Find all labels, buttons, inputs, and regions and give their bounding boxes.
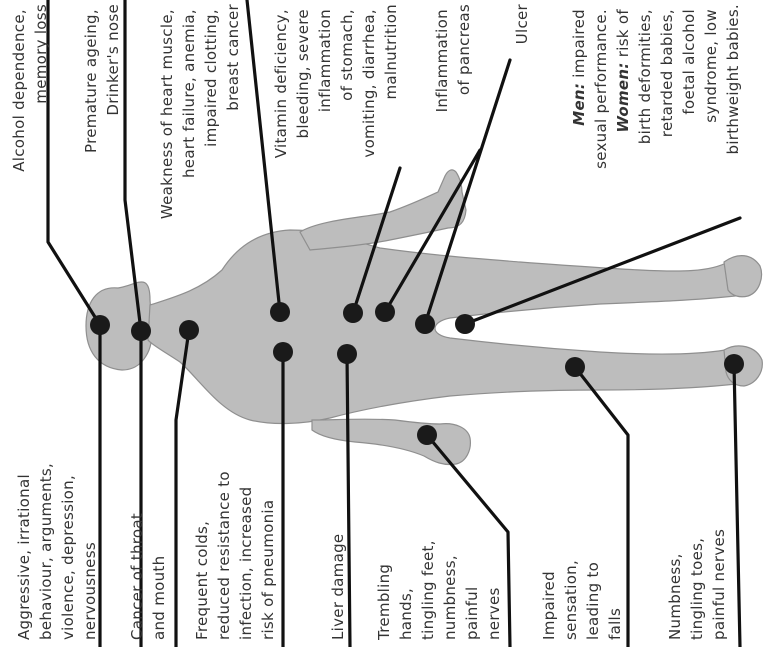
dot-heart bbox=[270, 302, 290, 322]
torso-shape bbox=[148, 230, 760, 424]
women-label: Women: bbox=[614, 62, 632, 132]
leader-ageing bbox=[125, 0, 141, 331]
dot-lung bbox=[273, 342, 293, 362]
label-numbness: Numbness, tingling toes, painful nerves bbox=[666, 529, 728, 640]
label-ageing: Premature ageing, Drinker's nose bbox=[82, 4, 122, 153]
dot-reproductive bbox=[455, 314, 475, 334]
dot-neck bbox=[179, 320, 199, 340]
leader-numbness bbox=[734, 364, 740, 647]
label-ulcer: Ulcer bbox=[513, 3, 531, 44]
label-aggressive: Aggressive, irrational behaviour, argume… bbox=[15, 458, 99, 640]
label-colds: Frequent colds, reduced resistance to in… bbox=[193, 466, 277, 640]
upper-foot-shape bbox=[724, 256, 762, 297]
dot-liver bbox=[337, 344, 357, 364]
label-sensation: Impaired sensation, leading to falls bbox=[540, 555, 624, 640]
dot-nose-throat bbox=[131, 321, 151, 341]
men-label: Men: bbox=[570, 83, 588, 126]
label-vitamin: Vitamin deficiency, bleeding, severe inf… bbox=[272, 4, 400, 158]
dot-brain bbox=[90, 315, 110, 335]
dot-pancreas bbox=[375, 302, 395, 322]
dot-knee bbox=[565, 357, 585, 377]
leader-colds bbox=[176, 330, 189, 647]
dot-foot bbox=[724, 354, 744, 374]
label-trembling: Trembling hands, tingling feet, numbness… bbox=[375, 535, 503, 641]
label-heart: Weakness of heart muscle, heart failure,… bbox=[158, 3, 242, 219]
label-sexual: Men: impaired sexual performance. Women:… bbox=[570, 4, 742, 169]
label-pancreas: Inflammation of pancreas bbox=[433, 4, 473, 112]
dot-stomach bbox=[343, 303, 363, 323]
label-throat: Cancer of throat and mouth bbox=[128, 508, 168, 640]
dot-hand bbox=[417, 425, 437, 445]
label-alcohol: Alcohol dependence, memory loss bbox=[10, 4, 50, 172]
label-liver: Liver damage bbox=[329, 534, 347, 640]
dot-ulcer bbox=[415, 314, 435, 334]
upper-arm-shape bbox=[300, 170, 466, 250]
